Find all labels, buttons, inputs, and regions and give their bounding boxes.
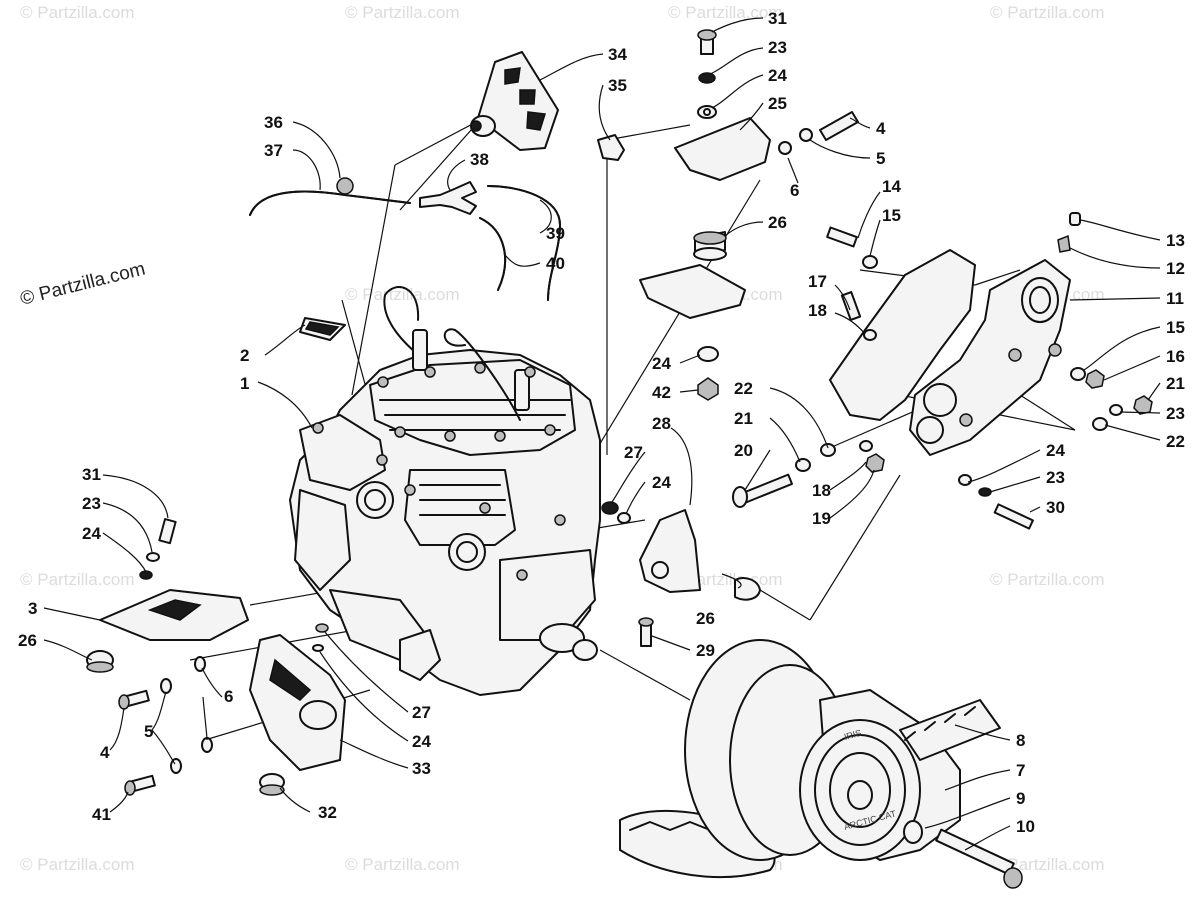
callout-15: 15: [1166, 318, 1185, 337]
callout-36: 36: [264, 113, 283, 132]
callout-22: 22: [1166, 432, 1185, 451]
cable-bracket: [470, 51, 625, 161]
front-mount-bracket: [86, 518, 249, 673]
callout-31: 31: [82, 465, 101, 484]
callout-22: 22: [734, 379, 753, 398]
callout-23: 23: [82, 494, 101, 513]
callout-25: 25: [768, 94, 787, 113]
watermark: © Partzilla.com: [668, 3, 783, 22]
watermark: © Partzilla.com: [345, 285, 460, 304]
callout-24: 24: [82, 524, 101, 543]
callout-24: 24: [412, 732, 431, 751]
callout-26: 26: [18, 631, 37, 650]
callout-21: 21: [734, 409, 753, 428]
motor-mount-bracket: [732, 212, 1153, 530]
engine-plate-bracket: [601, 501, 761, 647]
head-bolts: [312, 362, 566, 581]
watermark: © Partzilla.com: [990, 570, 1105, 589]
callout-23: 23: [1166, 404, 1185, 423]
watermark: © Partzilla.com: [345, 855, 460, 874]
watermark: © Partzilla.com: [20, 855, 135, 874]
drive-clutch-assembly: IRIS ARCTIC CAT: [619, 639, 1023, 889]
callout-5: 5: [876, 149, 885, 168]
callout-11: 11: [1166, 289, 1184, 308]
callout-24: 24: [1046, 441, 1065, 460]
callout-13: 13: [1166, 231, 1185, 250]
callout-24: 24: [652, 354, 671, 373]
callout-1: 1: [240, 374, 249, 393]
callout-leaders: [43, 17, 1161, 851]
callout-6: 6: [790, 181, 799, 200]
callout-24: 24: [652, 473, 671, 492]
callout-12: 12: [1166, 259, 1185, 278]
callout-8: 8: [1016, 731, 1025, 750]
watermark: © Partzilla.com: [20, 570, 135, 589]
callout-28: 28: [652, 414, 671, 433]
callout-9: 9: [1016, 789, 1025, 808]
callout-4: 4: [876, 119, 886, 138]
oil-hoses: [249, 177, 561, 301]
callout-3: 3: [28, 599, 37, 618]
front-hardware: [118, 656, 213, 796]
callout-23: 23: [768, 38, 787, 57]
callout-39: 39: [546, 224, 565, 243]
callout-37: 37: [264, 141, 283, 160]
callout-4: 4: [100, 743, 110, 762]
callout-14: 14: [882, 177, 901, 196]
clutch-sub-label: IRIS: [843, 728, 863, 742]
callout-32: 32: [318, 803, 337, 822]
callout-18: 18: [808, 301, 827, 320]
callout-19: 19: [812, 509, 831, 528]
callout-35: 35: [608, 76, 627, 95]
callout-26: 26: [696, 609, 715, 628]
copyright-text: © Partzilla.com: [18, 259, 147, 310]
callout-29: 29: [696, 641, 715, 660]
callout-15: 15: [882, 206, 901, 225]
callout-33: 33: [412, 759, 431, 778]
callout-20: 20: [734, 441, 753, 460]
callouts: 31 23 24 25 4 5 6 34 35 36 37 38 39 40 2…: [18, 9, 1185, 836]
callout-21: 21: [1166, 374, 1185, 393]
callout-6: 6: [224, 687, 233, 706]
rear-mount-stack: [639, 29, 859, 401]
callout-38: 38: [470, 150, 489, 169]
callout-16: 16: [1166, 347, 1185, 366]
t-connector: [419, 181, 477, 215]
callout-26: 26: [768, 213, 787, 232]
watermark: © Partzilla.com: [990, 3, 1105, 22]
callout-30: 30: [1046, 498, 1065, 517]
callout-2: 2: [240, 346, 249, 365]
callout-40: 40: [546, 254, 565, 273]
callout-23: 23: [1046, 468, 1065, 487]
callout-31: 31: [768, 9, 787, 28]
callout-5: 5: [144, 722, 153, 741]
callout-17: 17: [808, 272, 827, 291]
callout-42: 42: [652, 383, 671, 402]
watermark: © Partzilla.com: [20, 3, 135, 22]
mount-plate: [249, 623, 346, 796]
watermark: © Partzilla.com: [345, 3, 460, 22]
callout-24: 24: [768, 66, 787, 85]
callout-27: 27: [624, 443, 643, 462]
callout-7: 7: [1016, 761, 1025, 780]
callout-41: 41: [92, 805, 111, 824]
callout-18: 18: [812, 481, 831, 500]
hose-clamp: [336, 177, 354, 195]
callout-27: 27: [412, 703, 431, 722]
callout-10: 10: [1016, 817, 1035, 836]
callout-34: 34: [608, 45, 627, 64]
engine-assembly: [289, 286, 601, 696]
